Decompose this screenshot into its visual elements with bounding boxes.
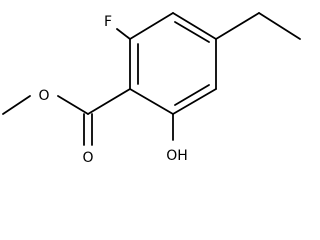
bond-ethyl-ch2-ch3 (258, 12, 301, 40)
carbonyl-oxygen-label: O (82, 150, 93, 166)
ring-bond-c3-c4 (172, 12, 217, 40)
hydroxyl-label: OH (166, 148, 188, 164)
bond-c1-carbonyl-carbon (87, 88, 131, 115)
molecule-drawing: F O O OH (2, 12, 301, 166)
bond-ester-oxygen-to-methyl (2, 95, 31, 115)
ring-double-bond-inner-3 (174, 84, 210, 106)
ring-double-bond-inner-2 (174, 21, 210, 43)
bond-c4-ethyl-ch2 (215, 12, 260, 40)
ring-bond-c2-c3 (129, 12, 174, 40)
ring-bond-c5-c6 (172, 88, 217, 115)
structure-canvas: F O O OH (2, 12, 301, 166)
fluorine-label: F (104, 14, 112, 30)
ring-bond-c6-c1 (129, 88, 174, 115)
ester-oxygen-label: O (38, 88, 49, 104)
bond-c2-fluorine (116, 28, 131, 40)
bond-carbonyl-to-ester-oxygen (57, 95, 89, 115)
